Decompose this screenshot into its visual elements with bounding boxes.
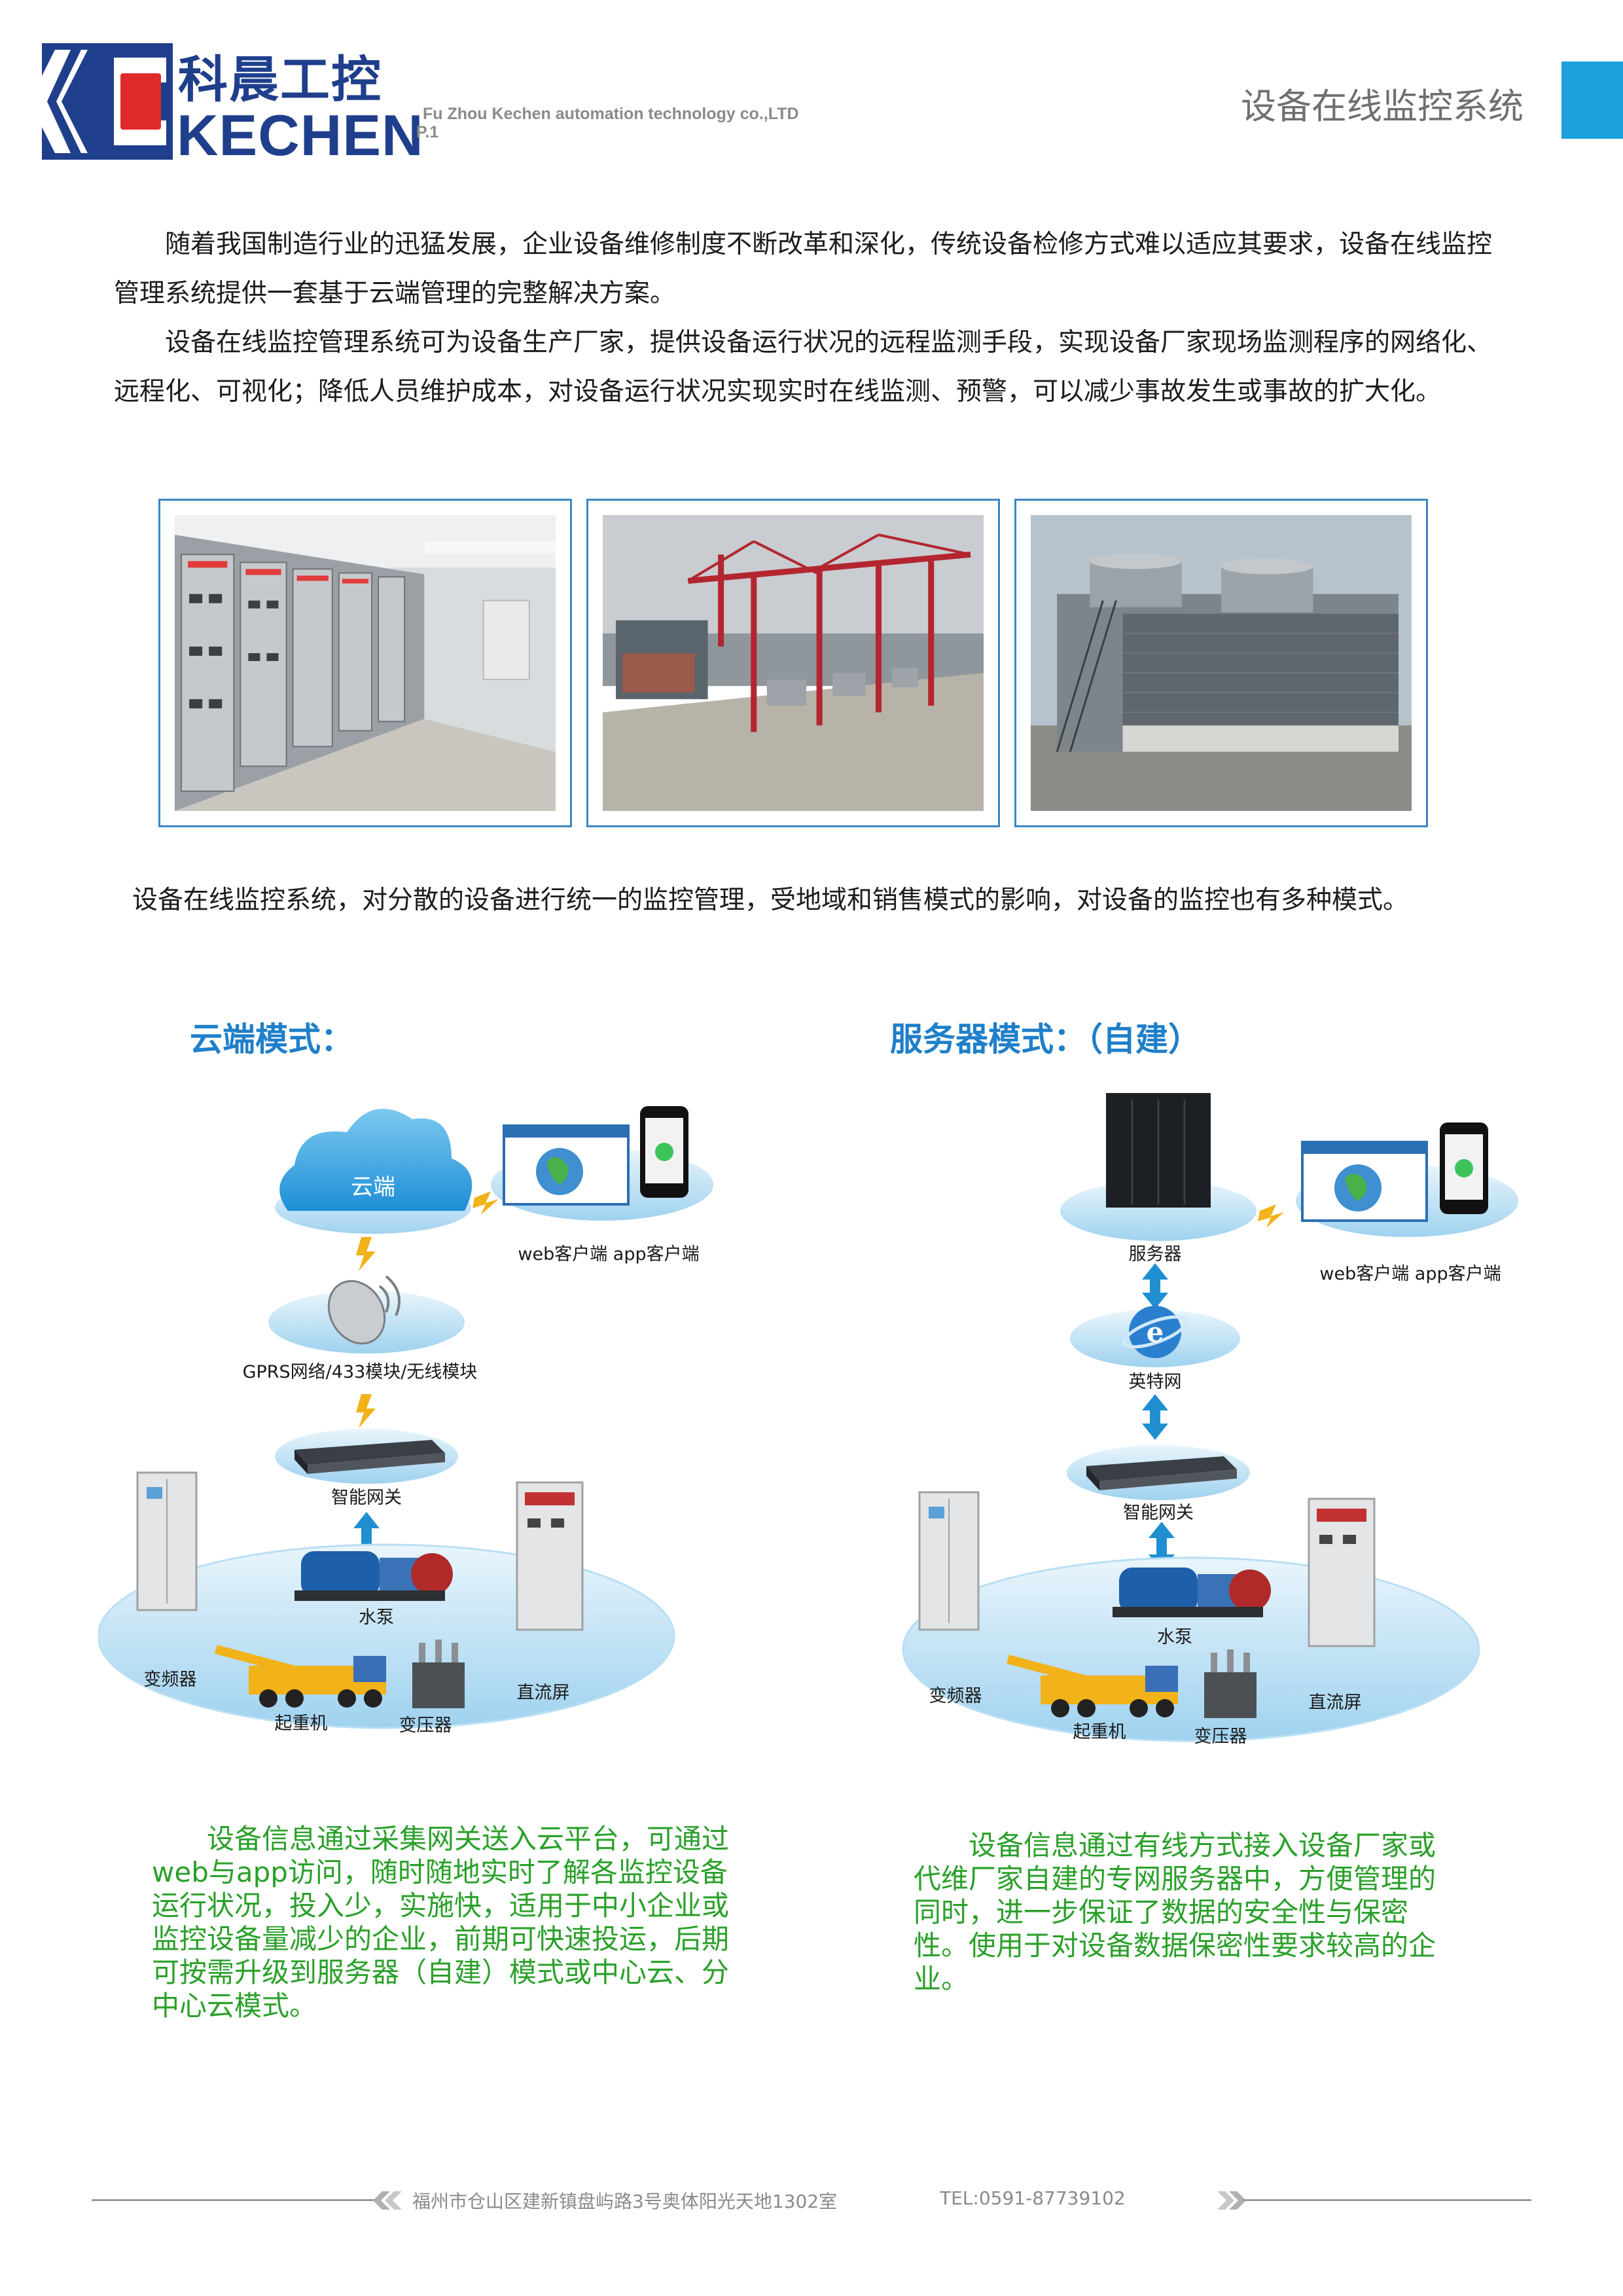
photo-switchgear-room bbox=[158, 499, 572, 827]
chevron-left-icon bbox=[370, 2191, 403, 2210]
gateway-icon bbox=[275, 1429, 458, 1484]
cloud-mode-diagram: 云端 web客户端 app客户端 GPRS网络/433模块/无线模块 bbox=[98, 1086, 785, 1754]
double-arrow-icon bbox=[1142, 1263, 1168, 1309]
transformer-icon bbox=[412, 1640, 465, 1708]
company-logo-icon bbox=[42, 43, 173, 160]
dc-panel-cabinet-icon bbox=[1308, 1498, 1376, 1647]
inverter-cabinet-icon bbox=[136, 1471, 198, 1611]
cloud-icon bbox=[275, 1109, 473, 1234]
footer-divider bbox=[92, 2199, 380, 2201]
dc-panel-cabinet-icon bbox=[516, 1481, 584, 1631]
server-mode-title: 服务器模式：（自建） bbox=[890, 1020, 1201, 1058]
footer-divider bbox=[1243, 2199, 1531, 2201]
page-title: 设备在线监控系统 bbox=[1241, 86, 1524, 127]
transformer-label: 变压器 bbox=[1194, 1727, 1247, 1747]
logo-english-name: KECHEN bbox=[177, 103, 424, 168]
svg-text:e: e bbox=[1147, 1316, 1164, 1348]
server-clients-label: web客户端 app客户端 bbox=[1319, 1264, 1501, 1284]
server-mode-diagram: 服务器 web客户端 app客户端 e 英特网 bbox=[883, 1073, 1571, 1754]
server-mode-description: 设备信息通过有线方式接入设备厂家或代维厂家自建的专网服务器中，方便管理的同时，进… bbox=[914, 1829, 1436, 1995]
satellite-dish-icon bbox=[268, 1275, 465, 1354]
internet-globe-icon: e bbox=[1070, 1306, 1240, 1367]
footer-address: 福州市仓山区建新镇盘屿路3号奥体阳光天地1302室 bbox=[412, 2191, 838, 2212]
server-rack-icon bbox=[1060, 1093, 1257, 1241]
pump-label: 水泵 bbox=[1157, 1627, 1192, 1647]
gateway-label: 智能网关 bbox=[1123, 1503, 1194, 1523]
lightning-icon bbox=[356, 1394, 376, 1428]
summary-sentence: 设备在线监控系统，对分散的设备进行统一的监控管理，受地域和销售模式的影响，对设备… bbox=[132, 886, 1409, 915]
crane-label: 起重机 bbox=[1073, 1722, 1126, 1742]
logo-chinese-name: 科晨工控 bbox=[178, 50, 382, 109]
intro-paragraph-1: 随着我国制造行业的迅猛发展，企业设备维修制度不断改革和深化，传统设备检修方式难以… bbox=[114, 230, 1493, 308]
server-label: 服务器 bbox=[1129, 1244, 1182, 1265]
inverter-cabinet-icon bbox=[918, 1491, 980, 1631]
footer-telephone: TEL:0591-87739102 bbox=[940, 2187, 1126, 2209]
cloud-clients-label: web客户端 app客户端 bbox=[518, 1244, 699, 1265]
water-pump-icon bbox=[1113, 1568, 1271, 1617]
lightning-icon bbox=[1258, 1204, 1284, 1228]
photo-port-cranes bbox=[586, 499, 1000, 827]
cloud-mode-title: 云端模式： bbox=[190, 1020, 353, 1058]
network-label: GPRS网络/433模块/无线模块 bbox=[243, 1362, 478, 1382]
crane-label: 起重机 bbox=[275, 1713, 328, 1734]
company-english-name: Fu Zhou Kechen automation technology co.… bbox=[423, 105, 799, 123]
cloud-mode-description: 设备信息通过采集网关送入云平台，可通过web与app访问，随时随地实时了解各监控… bbox=[152, 1823, 730, 2022]
page-number: P.1 bbox=[416, 123, 439, 141]
crane-truck-icon bbox=[1007, 1655, 1178, 1717]
gateway-icon bbox=[1067, 1445, 1250, 1500]
transformer-label: 变压器 bbox=[399, 1715, 452, 1736]
intro-paragraph-2: 设备在线监控管理系统可为设备生产厂家，提供设备运行状况的远程监测手段，实现设备厂… bbox=[114, 328, 1493, 406]
lightning-icon bbox=[356, 1237, 376, 1271]
gateway-label: 智能网关 bbox=[331, 1488, 402, 1508]
clients-icon bbox=[491, 1106, 713, 1221]
double-arrow-icon bbox=[1142, 1394, 1168, 1440]
crane-truck-icon bbox=[215, 1645, 386, 1708]
dc-panel-label: 直流屏 bbox=[1309, 1693, 1362, 1713]
internet-label: 英特网 bbox=[1129, 1372, 1182, 1392]
clients-icon bbox=[1296, 1122, 1518, 1237]
cloud-label: 云端 bbox=[351, 1174, 395, 1200]
dc-panel-label: 直流屏 bbox=[517, 1683, 570, 1703]
photo-cooling-tower bbox=[1014, 499, 1428, 827]
water-pump-icon bbox=[294, 1551, 453, 1601]
inverter-label: 变频器 bbox=[144, 1670, 197, 1690]
lightning-icon bbox=[473, 1191, 499, 1215]
pump-label: 水泵 bbox=[359, 1607, 394, 1628]
inverter-label: 变频器 bbox=[929, 1686, 982, 1706]
chevron-right-icon bbox=[1216, 2191, 1249, 2210]
transformer-icon bbox=[1204, 1649, 1257, 1718]
title-accent-bar bbox=[1561, 62, 1623, 139]
